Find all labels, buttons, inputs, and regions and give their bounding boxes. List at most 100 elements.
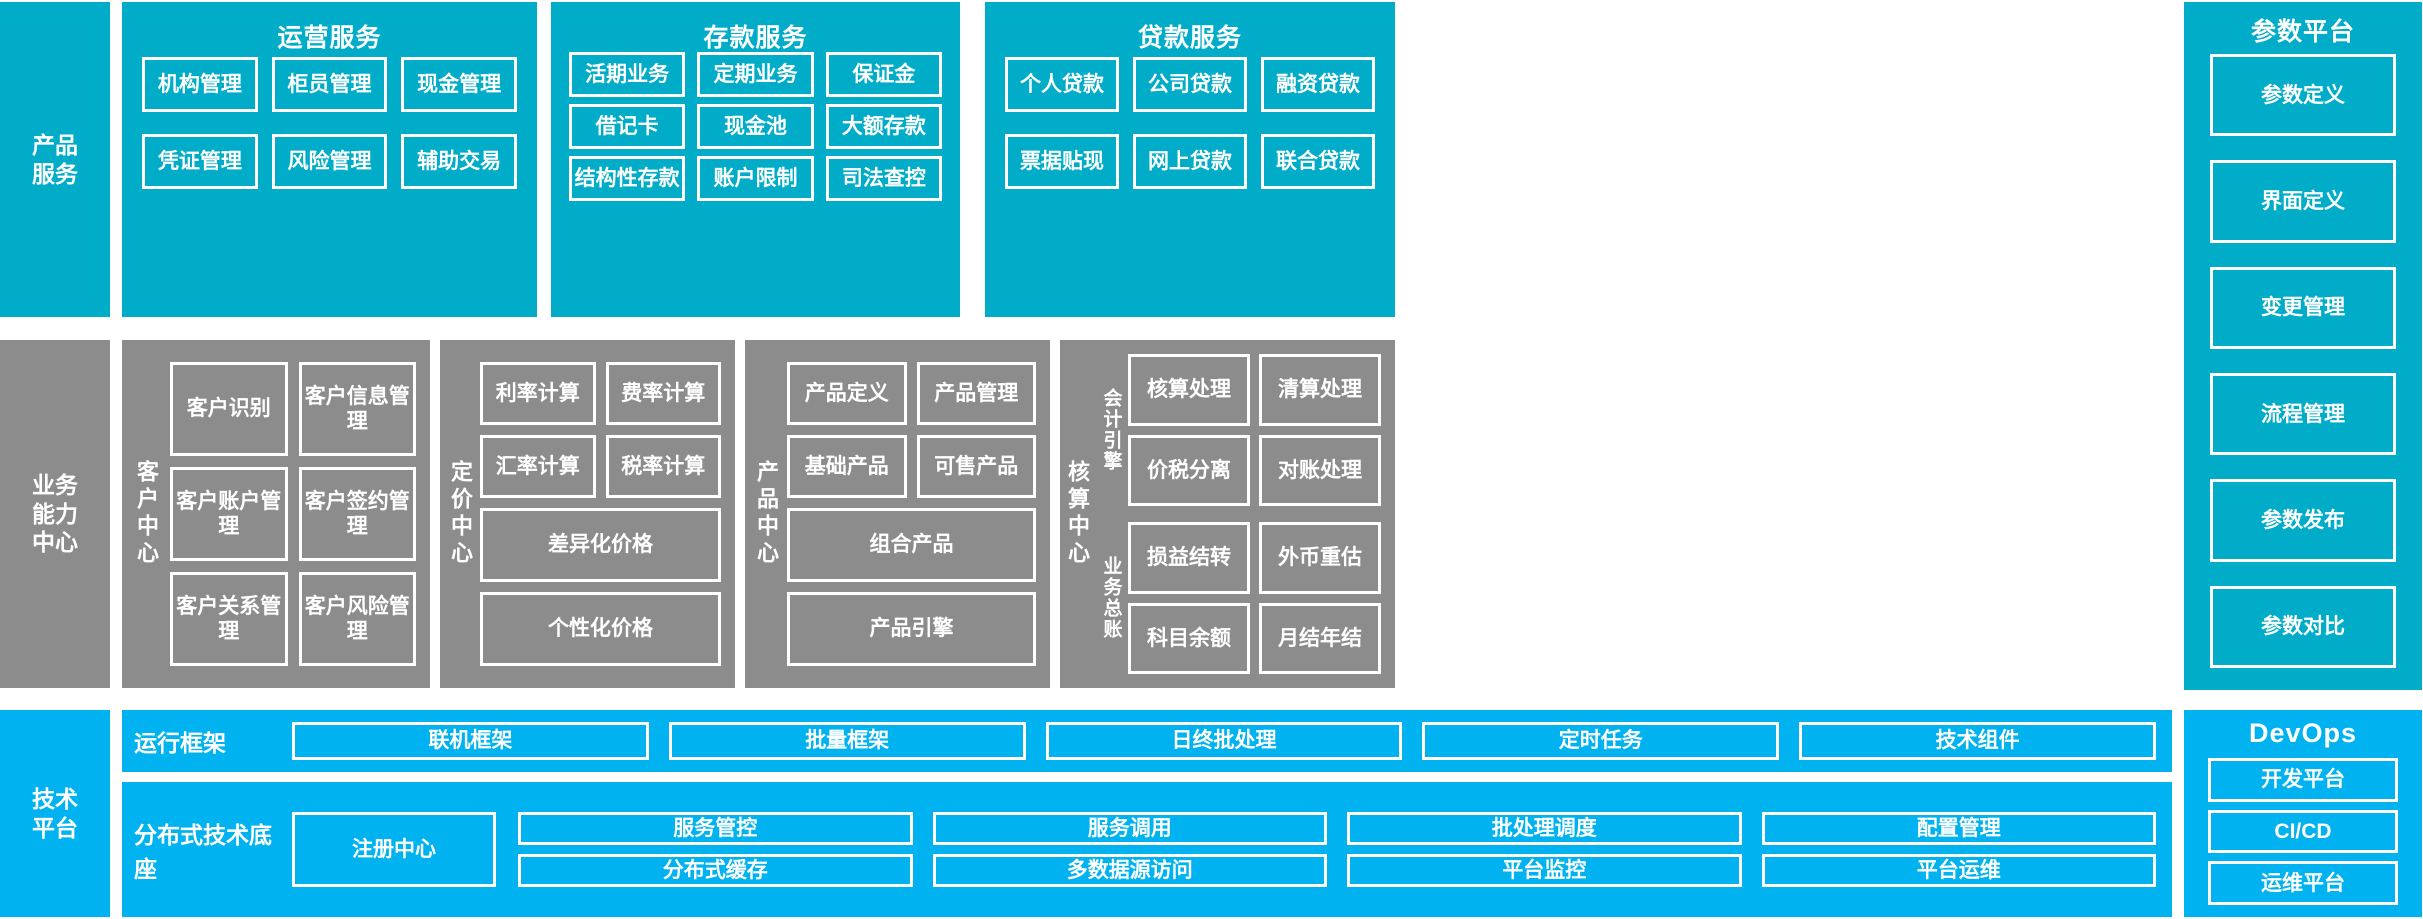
cell-operation-2[interactable]: 现金管理 <box>401 57 517 112</box>
cell-customer-0[interactable]: 客户识别 <box>170 362 288 456</box>
cell-operation-3[interactable]: 凭证管理 <box>142 134 258 189</box>
cell-operation-5[interactable]: 辅助交易 <box>401 134 517 189</box>
product-center-vertical-label: 产品中心 <box>754 460 779 568</box>
cell-loan-1[interactable]: 公司贷款 <box>1133 57 1247 112</box>
cell-product-wide-0[interactable]: 组合产品 <box>787 508 1036 582</box>
cell-deposit-8[interactable]: 司法查控 <box>825 156 942 201</box>
cell-customer-3[interactable]: 客户签约管理 <box>298 467 416 561</box>
cell-registry-center[interactable]: 注册中心 <box>292 812 496 887</box>
cell-deposit-0[interactable]: 活期业务 <box>569 52 686 97</box>
distributed-base-grid: 服务管控 服务调用 批处理调度 配置管理 分布式缓存 多数据源访问 平台监控 平… <box>518 812 2156 887</box>
cell-distributed-top-1[interactable]: 服务调用 <box>932 812 1327 845</box>
cell-deposit-3[interactable]: 借记卡 <box>569 104 686 149</box>
cell-parameter-3[interactable]: 流程管理 <box>2210 373 2396 456</box>
cell-deposit-1[interactable]: 定期业务 <box>697 52 814 97</box>
spine-business-capability: 业务 能力 中心 <box>0 340 110 688</box>
cell-accounting-engine-0[interactable]: 核算处理 <box>1128 354 1250 426</box>
cell-parameter-5[interactable]: 参数对比 <box>2210 585 2396 668</box>
distributed-base-label: 分布式技术底座 <box>134 821 272 882</box>
cell-runtime-3[interactable]: 定时任务 <box>1422 722 1780 760</box>
panel-distributed-base: 分布式技术底座 注册中心 服务管控 服务调用 批处理调度 配置管理 分布式缓存 … <box>122 782 2172 917</box>
cell-accounting-engine-1[interactable]: 清算处理 <box>1259 354 1381 426</box>
devops-grid: 开发平台 CI/CD 运维平台 <box>2208 758 2398 905</box>
cell-accounting-ledger-2[interactable]: 科目余额 <box>1128 602 1250 674</box>
customer-center-vertical-label: 客户中心 <box>134 460 159 568</box>
cell-distributed-bottom-1[interactable]: 多数据源访问 <box>932 854 1327 887</box>
cell-pricing-2[interactable]: 汇率计算 <box>480 435 596 498</box>
cell-product-0[interactable]: 产品定义 <box>787 362 907 425</box>
cell-product-3[interactable]: 可售产品 <box>916 435 1036 498</box>
spine-product-services: 产品 服务 <box>0 2 110 317</box>
cell-loan-4[interactable]: 网上贷款 <box>1133 134 1247 189</box>
cell-pricing-wide-0[interactable]: 差异化价格 <box>480 508 721 582</box>
cell-loan-5[interactable]: 联合贷款 <box>1261 134 1375 189</box>
panel-customer-center: 客户中心 客户识别 客户信息管理 客户账户管理 客户签约管理 客户关系管理 客户… <box>122 340 430 688</box>
parameter-platform-grid: 参数定义 界面定义 变更管理 流程管理 参数发布 参数对比 <box>2210 54 2396 668</box>
accounting-subgroup-engine: 会计引擎 核算处理 清算处理 价税分离 对账处理 <box>1094 354 1381 506</box>
cell-pricing-3[interactable]: 税率计算 <box>605 435 721 498</box>
cell-loan-3[interactable]: 票据贴现 <box>1005 134 1119 189</box>
runtime-framework-grid: 联机框架 批量框架 日终批处理 定时任务 技术组件 <box>292 722 2156 760</box>
cell-pricing-1[interactable]: 费率计算 <box>605 362 721 425</box>
cell-operation-1[interactable]: 柜员管理 <box>271 57 388 112</box>
cell-parameter-4[interactable]: 参数发布 <box>2210 479 2396 562</box>
cell-product-2[interactable]: 基础产品 <box>787 435 907 498</box>
cell-deposit-6[interactable]: 结构性存款 <box>569 156 686 201</box>
spine-product-services-label: 产品 服务 <box>32 131 78 187</box>
spine-technology-platform-label: 技术 平台 <box>32 785 78 841</box>
cell-deposit-2[interactable]: 保证金 <box>825 52 942 97</box>
panel-devops: DevOps 开发平台 CI/CD 运维平台 <box>2184 710 2422 917</box>
panel-loan-services-title: 贷款服务 <box>1137 24 1242 52</box>
cell-distributed-top-2[interactable]: 批处理调度 <box>1347 812 1742 845</box>
panel-deposit-services-title: 存款服务 <box>703 24 808 52</box>
cell-parameter-0[interactable]: 参数定义 <box>2210 54 2396 137</box>
cell-pricing-wide-1[interactable]: 个性化价格 <box>480 592 721 666</box>
cell-devops-0[interactable]: 开发平台 <box>2208 758 2398 802</box>
cell-distributed-bottom-0[interactable]: 分布式缓存 <box>518 854 913 887</box>
accounting-center-vertical-label: 核算中心 <box>1065 460 1090 568</box>
cell-accounting-ledger-0[interactable]: 损益结转 <box>1128 522 1250 594</box>
cell-product-1[interactable]: 产品管理 <box>916 362 1036 425</box>
cell-runtime-4[interactable]: 技术组件 <box>1799 722 2156 760</box>
cell-product-wide-1[interactable]: 产品引擎 <box>787 592 1036 666</box>
cell-distributed-bottom-3[interactable]: 平台运维 <box>1761 854 2156 887</box>
customer-center-grid: 客户识别 客户信息管理 客户账户管理 客户签约管理 客户关系管理 客户风险管理 <box>170 362 416 666</box>
cell-accounting-ledger-1[interactable]: 外币重估 <box>1259 522 1381 594</box>
cell-devops-1[interactable]: CI/CD <box>2208 809 2398 854</box>
panel-deposit-services: 存款服务 活期业务 定期业务 保证金 借记卡 现金池 大额存款 结构性存款 账户… <box>551 2 960 317</box>
panel-operation-services: 运营服务 机构管理 柜员管理 现金管理 凭证管理 风险管理 辅助交易 <box>122 2 537 317</box>
cell-accounting-ledger-3[interactable]: 月结年结 <box>1259 602 1381 674</box>
cell-runtime-1[interactable]: 批量框架 <box>668 722 1026 760</box>
cell-distributed-top-3[interactable]: 配置管理 <box>1761 812 2156 845</box>
cell-operation-4[interactable]: 风险管理 <box>271 134 388 189</box>
cell-parameter-1[interactable]: 界面定义 <box>2210 160 2396 243</box>
cell-distributed-top-0[interactable]: 服务管控 <box>518 812 913 845</box>
cell-distributed-bottom-2[interactable]: 平台监控 <box>1347 854 1742 887</box>
cell-deposit-7[interactable]: 账户限制 <box>697 156 814 201</box>
spine-technology-platform: 技术 平台 <box>0 710 110 917</box>
cell-devops-2[interactable]: 运维平台 <box>2208 861 2398 905</box>
panel-parameter-platform: 参数平台 参数定义 界面定义 变更管理 流程管理 参数发布 参数对比 <box>2184 2 2422 690</box>
cell-deposit-5[interactable]: 大额存款 <box>825 104 942 149</box>
panel-devops-title: DevOps <box>2248 718 2358 748</box>
cell-customer-4[interactable]: 客户关系管理 <box>170 572 288 666</box>
accounting-ledger-vertical-label: 业务总账 <box>1100 556 1122 640</box>
cell-parameter-2[interactable]: 变更管理 <box>2210 266 2396 349</box>
cell-runtime-0[interactable]: 联机框架 <box>292 722 649 760</box>
cell-accounting-engine-3[interactable]: 对账处理 <box>1259 434 1381 506</box>
cell-deposit-4[interactable]: 现金池 <box>697 104 814 149</box>
panel-loan-services: 贷款服务 个人贷款 公司贷款 融资贷款 票据贴现 网上贷款 联合贷款 <box>985 2 1395 317</box>
accounting-engine-vertical-label: 会计引擎 <box>1100 388 1122 472</box>
cell-customer-2[interactable]: 客户账户管理 <box>170 467 288 561</box>
cell-customer-5[interactable]: 客户风险管理 <box>298 572 416 666</box>
panel-product-center: 产品中心 产品定义 产品管理 基础产品 可售产品 组合产品 产品引擎 <box>745 340 1050 688</box>
cell-accounting-engine-2[interactable]: 价税分离 <box>1128 434 1250 506</box>
cell-loan-2[interactable]: 融资贷款 <box>1261 57 1375 112</box>
cell-loan-0[interactable]: 个人贷款 <box>1005 57 1119 112</box>
cell-pricing-0[interactable]: 利率计算 <box>480 362 596 425</box>
cell-runtime-2[interactable]: 日终批处理 <box>1045 722 1403 760</box>
cell-operation-0[interactable]: 机构管理 <box>142 57 258 112</box>
cell-customer-1[interactable]: 客户信息管理 <box>298 362 416 456</box>
loan-services-grid: 个人贷款 公司贷款 融资贷款 票据贴现 网上贷款 联合贷款 <box>1005 57 1375 189</box>
